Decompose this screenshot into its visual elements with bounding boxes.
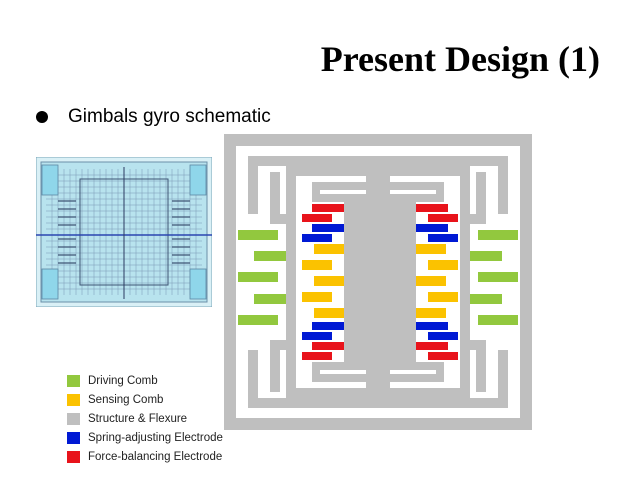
slide-title: Present Design (1) <box>320 39 600 79</box>
legend-swatch-sensing <box>67 394 80 406</box>
legend-label: Sensing Comb <box>88 394 164 406</box>
legend-swatch-spring <box>67 432 80 444</box>
gimbal-schematic-diagram <box>224 134 532 430</box>
sensing-comb <box>302 244 458 318</box>
legend-swatch-force <box>67 451 80 463</box>
force-balancing-electrode <box>302 204 458 360</box>
legend-item-sensing-comb: Sensing Comb <box>67 393 223 407</box>
structure-flexure <box>224 134 532 430</box>
bullet-item: Gimbals gyro schematic <box>36 106 271 128</box>
spring-adjusting-electrode <box>302 224 458 340</box>
legend-item-force-balancing: Force-balancing Electrode <box>67 450 223 464</box>
bullet-dot-icon <box>36 111 48 123</box>
legend-swatch-structure <box>67 413 80 425</box>
legend: Driving Comb Sensing Comb Structure & Fl… <box>67 374 223 464</box>
legend-item-structure-flexure: Structure & Flexure <box>67 412 223 426</box>
legend-label: Driving Comb <box>88 375 158 387</box>
layout-side-combs <box>58 200 190 264</box>
legend-swatch-driving <box>67 375 80 387</box>
layout-thumbnail-image <box>36 157 212 307</box>
legend-item-driving-comb: Driving Comb <box>67 374 223 388</box>
bullet-text: Gimbals gyro schematic <box>68 106 271 127</box>
layout-corner-pads <box>41 164 207 300</box>
legend-label: Spring-adjusting Electrode <box>88 432 223 444</box>
legend-label: Structure & Flexure <box>88 413 188 425</box>
driving-comb <box>238 230 518 325</box>
legend-label: Force-balancing Electrode <box>88 451 223 463</box>
legend-item-spring-adjusting: Spring-adjusting Electrode <box>67 431 223 445</box>
